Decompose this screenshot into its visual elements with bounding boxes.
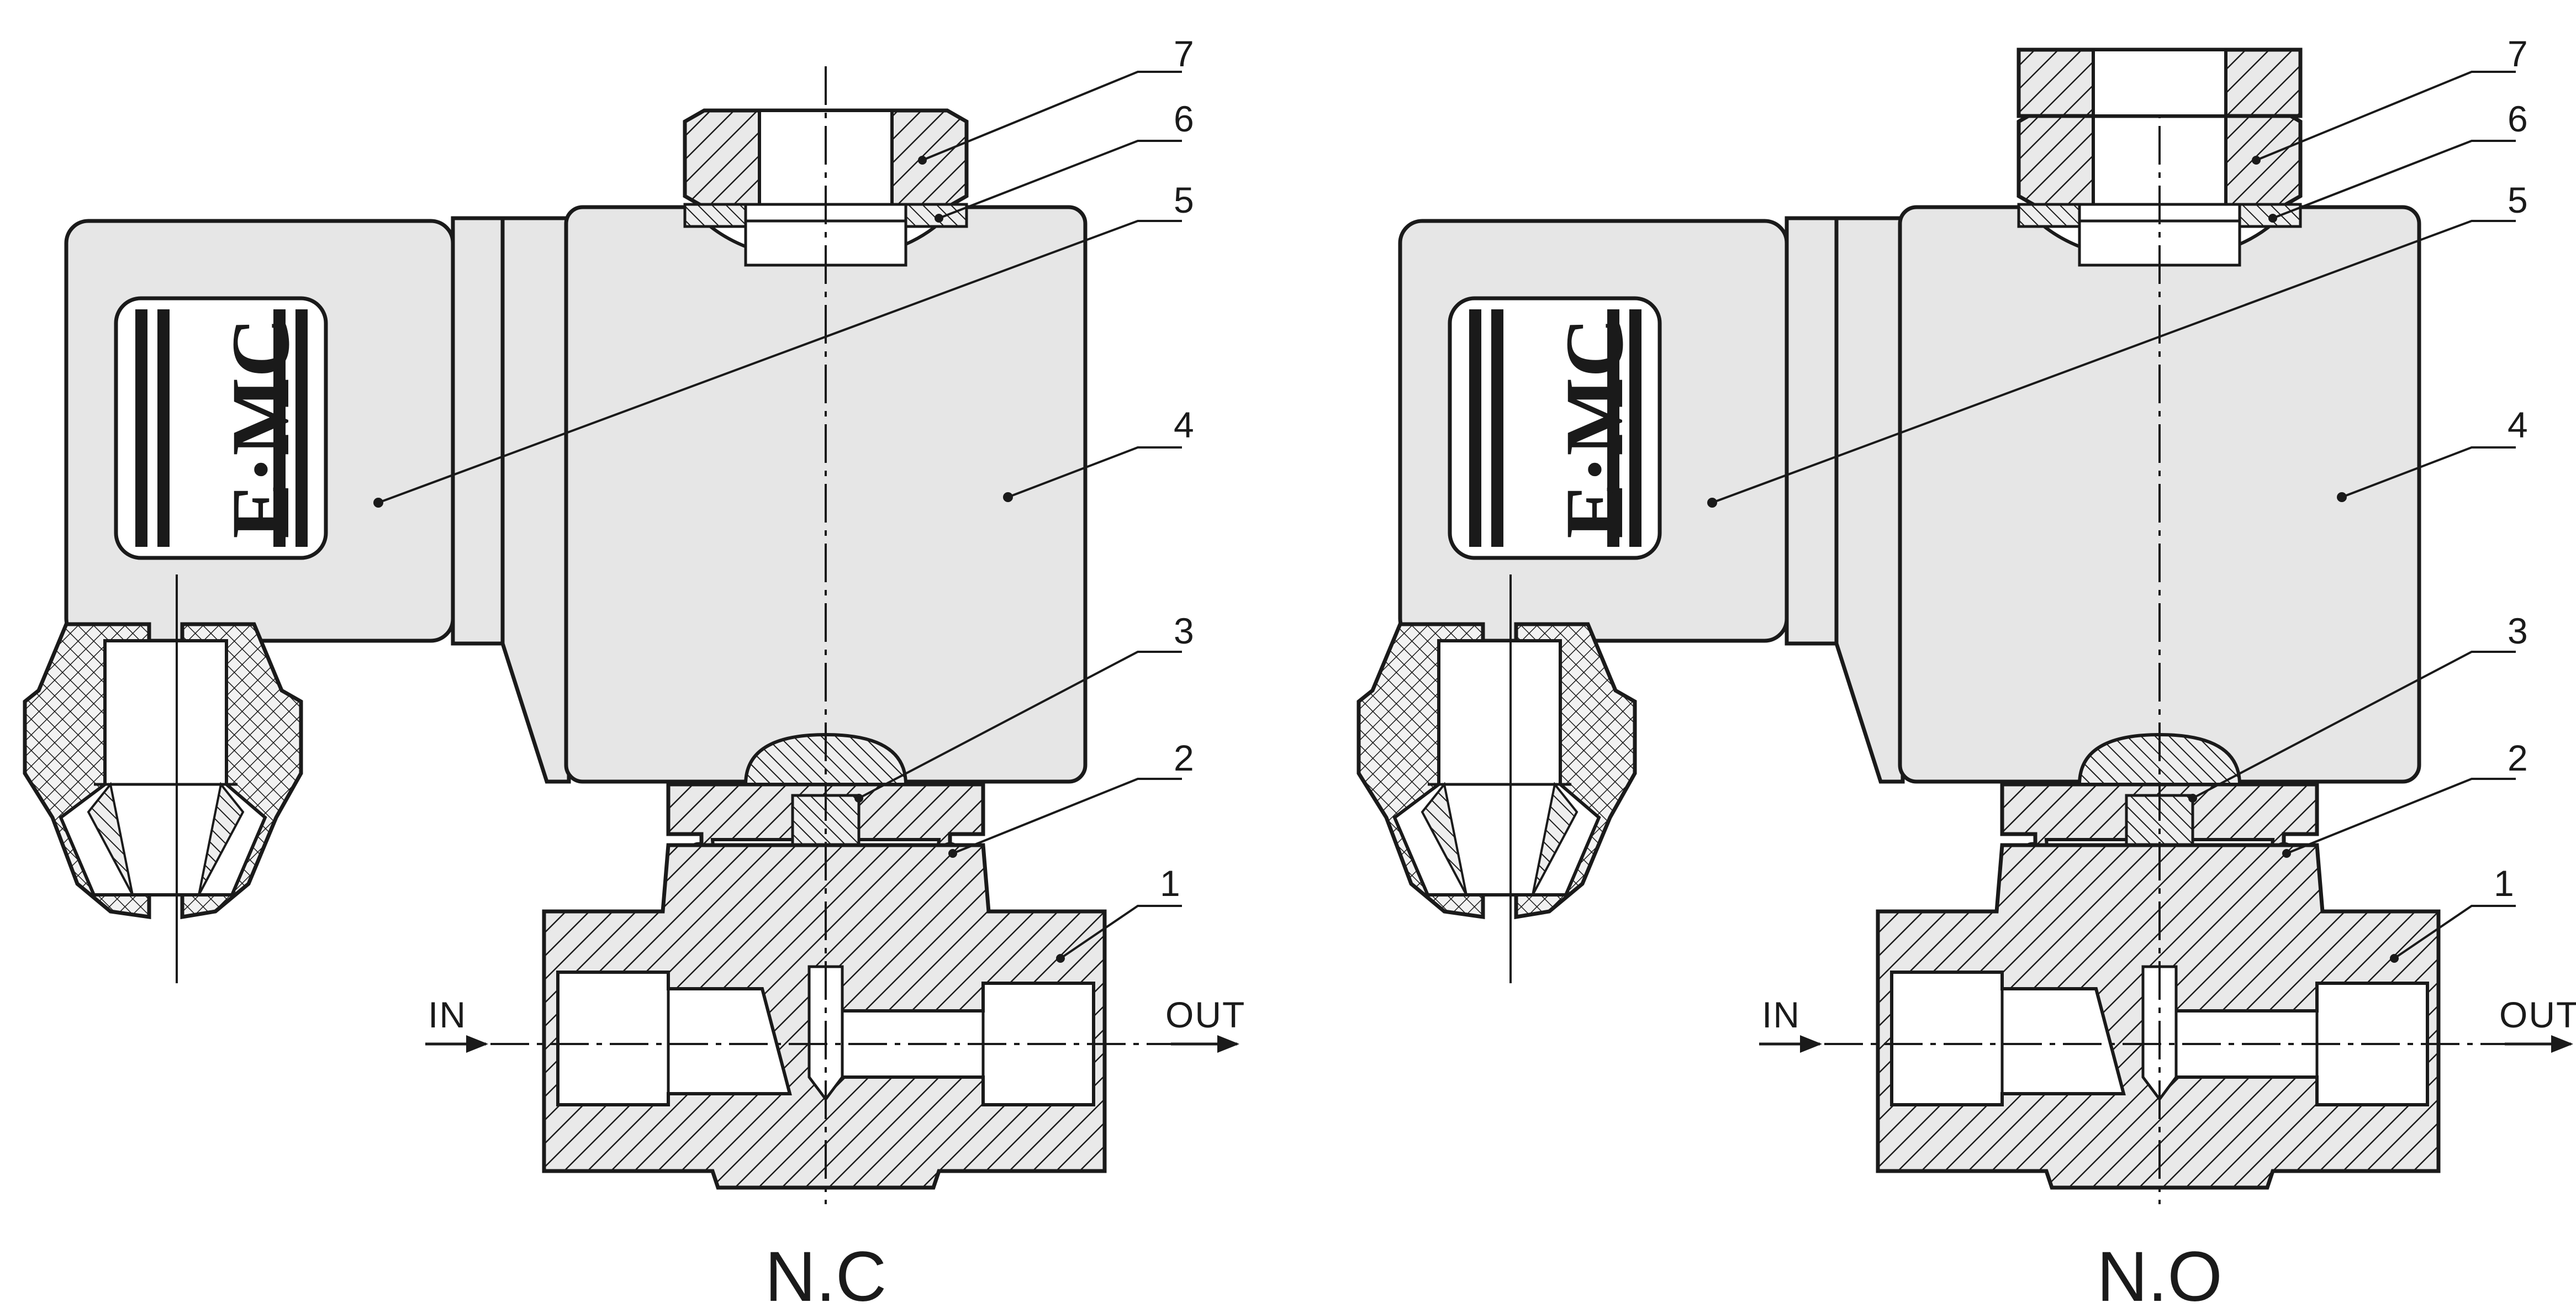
callout-6: 6 [2508,98,2528,139]
callout-5: 5 [1174,180,1194,220]
logo-text: E·MC [215,318,307,539]
outlet-label: OUT [1165,994,1245,1035]
callout-5: 5 [2508,180,2528,220]
valve-diagram-nc: E·MC 7 6 5 4 3 2 1 IN OUT N.C [25,33,1245,1313]
callout-3: 3 [2508,610,2528,651]
outlet-label: OUT [2499,994,2576,1035]
callout-2: 2 [2508,737,2528,778]
callout-6: 6 [1174,98,1194,139]
callout-1: 1 [1160,863,1180,904]
diagram-caption: N.C [765,1237,886,1313]
logo-text: E·MC [1549,318,1640,539]
callout-3: 3 [1174,610,1194,651]
callout-7: 7 [1174,33,1194,74]
callout-2: 2 [1174,737,1194,778]
valve-diagram-no: E·MC 7 6 5 4 3 2 1 IN OUT N.O [1359,33,2576,1313]
diagram-caption: N.O [2097,1237,2223,1313]
inlet-label: IN [1762,994,1801,1035]
callout-1: 1 [2494,863,2514,904]
callout-7: 7 [2508,33,2528,74]
callout-4: 4 [2508,404,2528,445]
inlet-label: IN [428,994,467,1035]
callout-4: 4 [1174,404,1194,445]
